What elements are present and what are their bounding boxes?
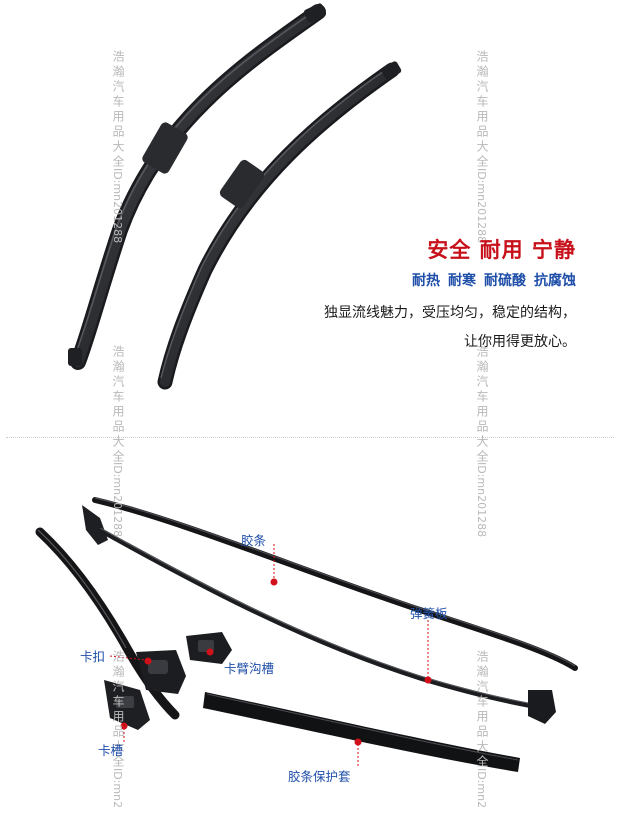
watermark-id-3: ID:mn201288 (111, 462, 124, 538)
section-divider (6, 437, 614, 438)
watermark-id-5: ID:mn2 (111, 768, 124, 809)
slot-part (104, 680, 150, 730)
label-slot: 卡槽 (98, 743, 124, 758)
side-strip (35, 527, 180, 720)
promo-description-line2: 让你用得更放心。 (464, 334, 576, 350)
watermark-id-2: ID:mn201288 (475, 168, 488, 244)
label-clip: 卡扣 (80, 649, 106, 664)
watermark-shop-5: 浩瀚汽车用品大全 (111, 650, 125, 770)
watermark-id-1: ID:mn201288 (111, 168, 124, 244)
watermark-shop-4: 浩瀚汽车用品大全 (475, 345, 489, 465)
feature-heat: 耐热 (412, 273, 440, 289)
feature-cold: 耐寒 (448, 273, 476, 289)
wiper-blade-2 (157, 61, 402, 390)
watermark-id-4: ID:mn201288 (475, 462, 488, 538)
watermark-shop-6: 浩瀚汽车用品大全 (475, 650, 489, 770)
promo-headline: 安全 耐用 宁静 (427, 237, 576, 262)
label-spring-plate: 弹簧板 (410, 606, 448, 621)
spring-plate (97, 527, 556, 724)
label-strip-sleeve: 胶条保护套 (288, 769, 351, 784)
feature-list: 耐热耐寒耐硫酸抗腐蚀 (340, 270, 576, 290)
feature-corrosion: 抗腐蚀 (534, 273, 576, 289)
clip-part (136, 650, 186, 694)
callout-markers (109, 544, 432, 768)
watermark-shop-3: 浩瀚汽车用品大全 (111, 345, 125, 465)
label-arm-groove: 卡臂沟槽 (224, 661, 275, 676)
watermark-shop-2: 浩瀚汽车用品大全 (475, 50, 489, 170)
rubber-strip (82, 497, 578, 671)
watermark-id-6: ID:mn2 (475, 768, 488, 809)
label-rubber-strip: 胶条 (241, 533, 267, 548)
promo-description-line1: 独显流线魅力，受压均匀，稳定的结构， (324, 305, 576, 321)
strip-sleeve (203, 692, 520, 772)
watermark-shop-1: 浩瀚汽车用品大全 (111, 50, 125, 170)
wiper-blade-1 (68, 3, 327, 370)
feature-acid: 耐硫酸 (484, 273, 526, 289)
